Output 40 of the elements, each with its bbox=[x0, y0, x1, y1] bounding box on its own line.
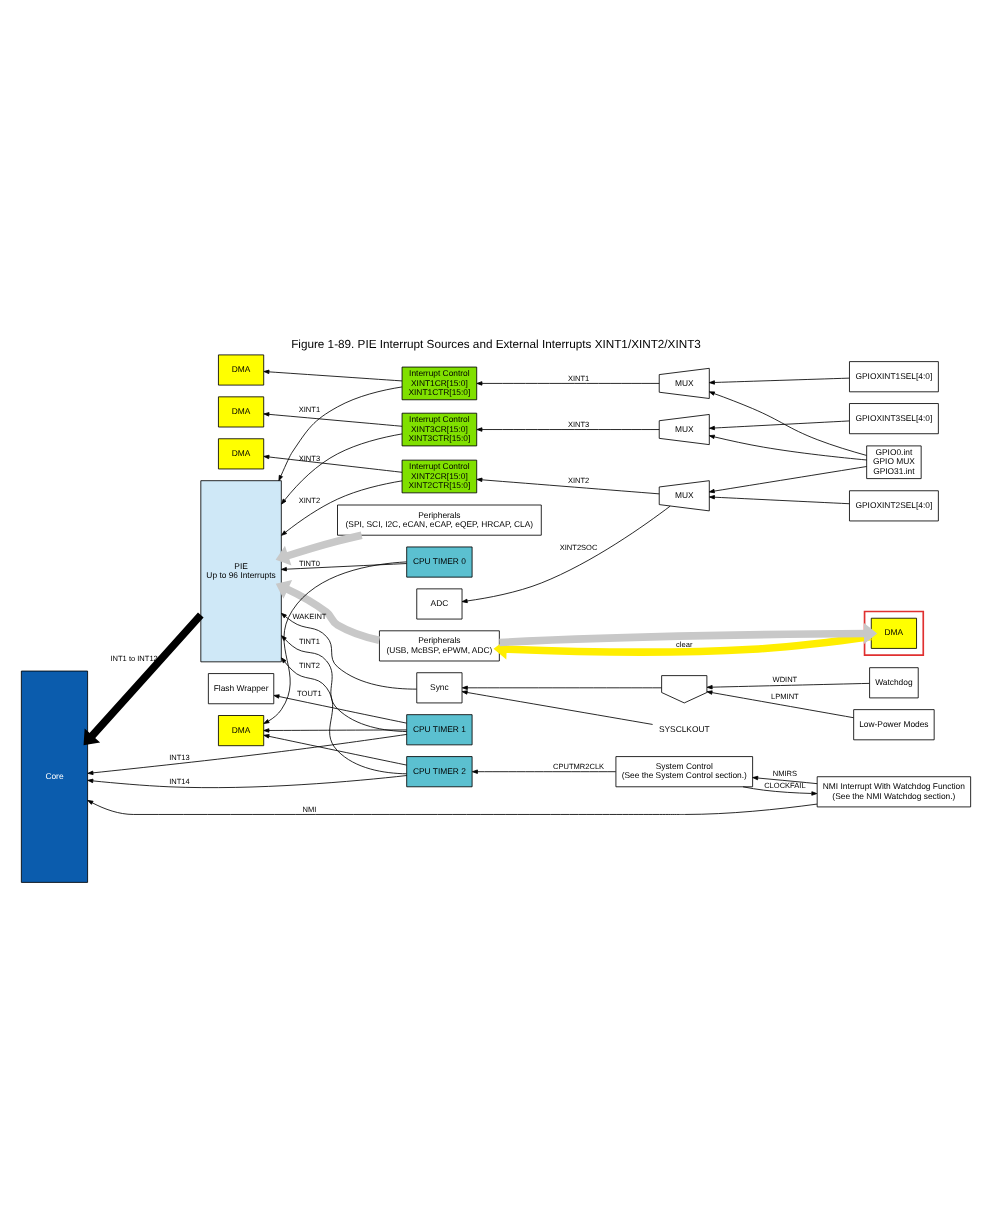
arrow bbox=[460, 684, 661, 689]
arrow bbox=[262, 368, 402, 381]
arrow bbox=[707, 433, 867, 460]
arrow bbox=[708, 494, 849, 504]
arrow bbox=[280, 656, 406, 774]
arrow bbox=[475, 476, 659, 494]
arrow bbox=[707, 390, 866, 455]
arrow bbox=[277, 385, 402, 481]
arrow bbox=[708, 376, 849, 384]
arrow bbox=[471, 768, 616, 773]
node-gate bbox=[660, 674, 707, 703]
arrow bbox=[475, 380, 659, 385]
arrow bbox=[279, 562, 406, 571]
arrow bbox=[262, 733, 406, 765]
arrow bbox=[460, 504, 670, 603]
arrow bbox=[705, 689, 853, 718]
arrow bbox=[498, 622, 877, 646]
arrow bbox=[475, 426, 659, 431]
arrow bbox=[262, 453, 402, 472]
arrow bbox=[741, 785, 817, 795]
arrow bbox=[751, 774, 817, 784]
arrow bbox=[274, 530, 362, 565]
arrow bbox=[280, 432, 402, 504]
arrow bbox=[280, 634, 407, 731]
arrow bbox=[279, 611, 416, 689]
arrow bbox=[280, 479, 402, 535]
arrow bbox=[262, 411, 402, 426]
arrow bbox=[262, 560, 406, 723]
arrow bbox=[86, 774, 407, 788]
arrow bbox=[705, 681, 869, 689]
arrow bbox=[492, 631, 871, 659]
arrow bbox=[82, 611, 203, 745]
arrow bbox=[274, 578, 380, 643]
arrow bbox=[707, 465, 866, 493]
arrow bbox=[708, 419, 849, 430]
arrow bbox=[272, 693, 406, 723]
arrow bbox=[86, 733, 407, 774]
arrow bbox=[262, 727, 406, 732]
arrow bbox=[86, 799, 817, 814]
arrow bbox=[460, 689, 653, 724]
